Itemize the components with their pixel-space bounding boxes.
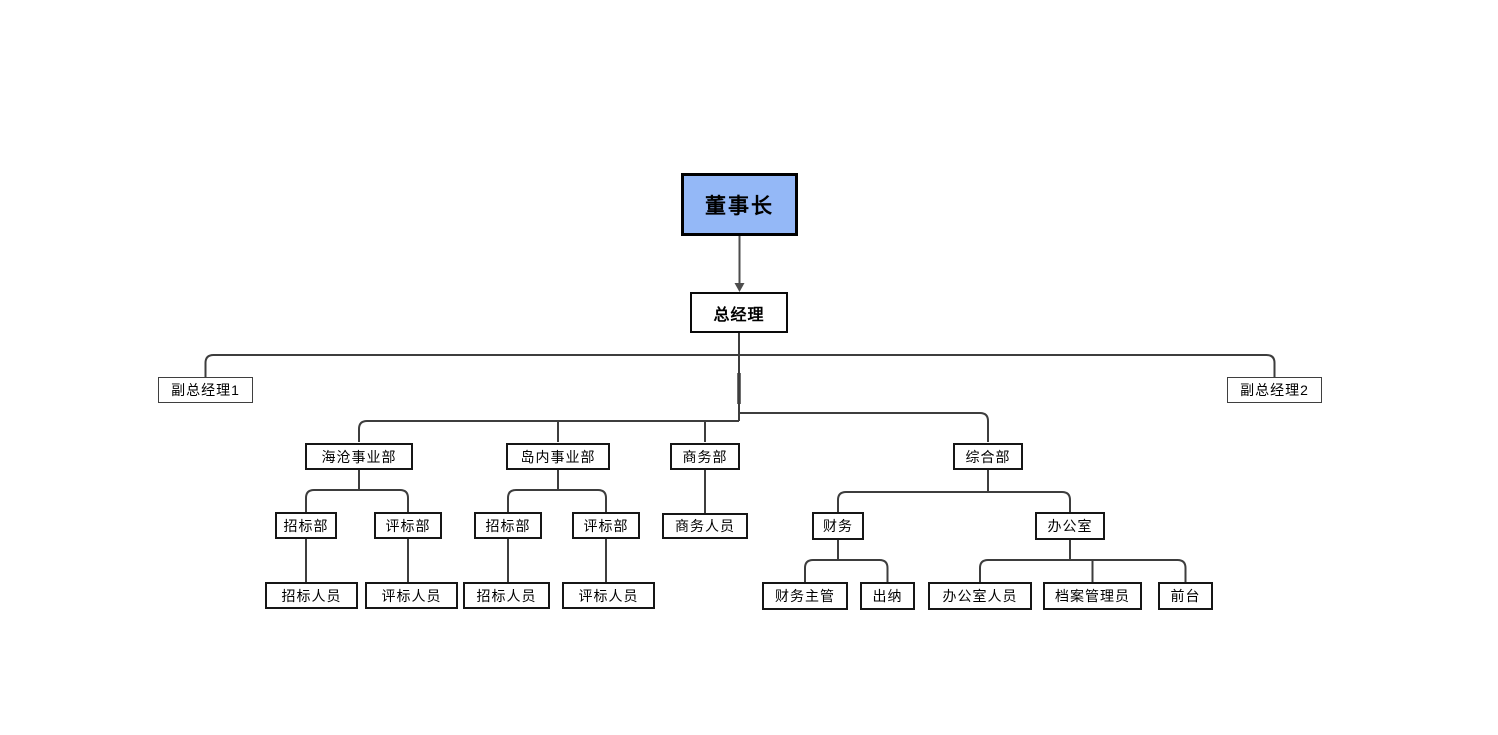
edge-gm-left-departments xyxy=(358,420,739,442)
node-deputy-gm-1[interactable]: 副总经理1 xyxy=(158,377,253,403)
edge-finance-bus xyxy=(804,559,889,582)
edge-gm-general-affairs xyxy=(739,412,989,442)
edge-daonei-bus xyxy=(507,489,607,512)
node-finance-manager[interactable]: 财务主管 xyxy=(762,582,848,610)
node-office[interactable]: 办公室 xyxy=(1035,512,1105,540)
edge-haicang-bus xyxy=(305,489,409,512)
node-general-affairs-dept[interactable]: 综合部 xyxy=(953,443,1023,470)
node-chairman[interactable]: 董事长 xyxy=(681,173,798,236)
edge-ga-bus xyxy=(837,491,1071,512)
node-haicang-bidding-dept[interactable]: 招标部 xyxy=(275,512,337,539)
node-daonei-bidding-staff[interactable]: 招标人员 xyxy=(463,582,550,609)
node-business-staff[interactable]: 商务人员 xyxy=(662,513,748,539)
node-cashier[interactable]: 出纳 xyxy=(860,582,915,610)
node-reception[interactable]: 前台 xyxy=(1158,582,1213,610)
node-daonei-evaluation-staff[interactable]: 评标人员 xyxy=(562,582,655,609)
node-deputy-gm-2[interactable]: 副总经理2 xyxy=(1227,377,1322,403)
node-daonei-evaluation-dept[interactable]: 评标部 xyxy=(572,512,640,539)
node-haicang-evaluation-dept[interactable]: 评标部 xyxy=(374,512,442,539)
node-office-staff[interactable]: 办公室人员 xyxy=(928,582,1032,610)
node-archivist[interactable]: 档案管理员 xyxy=(1043,582,1142,610)
node-daonei-bidding-dept[interactable]: 招标部 xyxy=(474,512,542,539)
node-business-dept[interactable]: 商务部 xyxy=(670,443,740,470)
node-daonei-division[interactable]: 岛内事业部 xyxy=(506,443,610,470)
edge-chairman-gm-arrowhead xyxy=(734,283,745,292)
node-finance[interactable]: 财务 xyxy=(812,512,864,540)
edge-gm-deputies xyxy=(204,354,1276,377)
edge-office-bus xyxy=(979,559,1187,582)
node-general-manager[interactable]: 总经理 xyxy=(690,292,788,333)
node-haicang-division[interactable]: 海沧事业部 xyxy=(305,443,413,470)
node-haicang-bidding-staff[interactable]: 招标人员 xyxy=(265,582,358,609)
node-haicang-evaluation-staff[interactable]: 评标人员 xyxy=(365,582,458,609)
